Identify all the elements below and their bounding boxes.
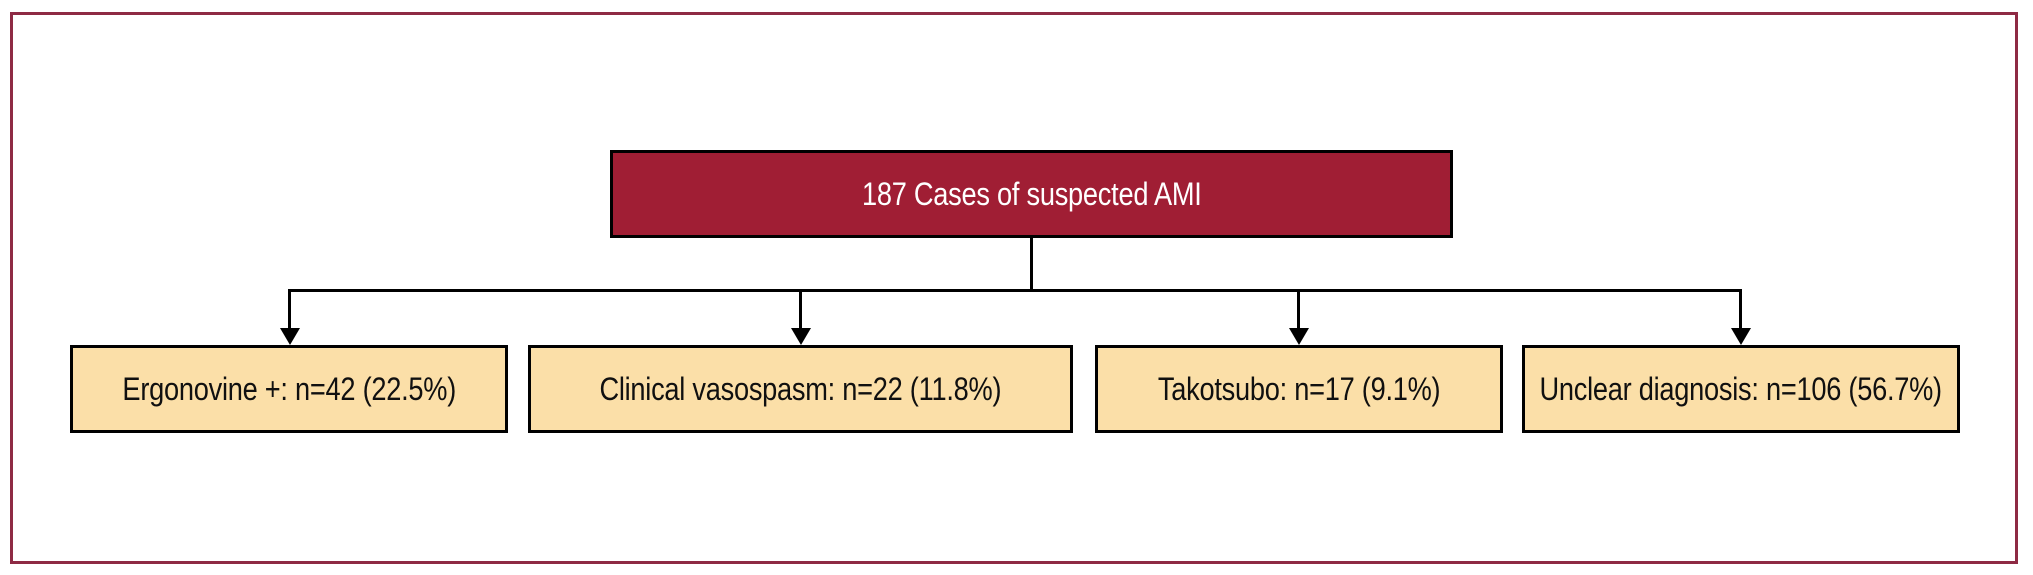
flow-node-ergonovine: Ergonovine +: n=42 (22.5%): [70, 345, 508, 433]
arrow-down-icon: [280, 328, 300, 345]
figure-frame: [10, 12, 2018, 564]
connector-drop-2: [799, 289, 802, 331]
flow-node-root-label: 187 Cases of suspected AMI: [861, 176, 1202, 212]
arrow-down-icon: [1289, 328, 1309, 345]
flow-node-clinical-vasospasm: Clinical vasospasm: n=22 (11.8%): [528, 345, 1073, 433]
connector-drop-4: [1739, 289, 1742, 331]
connector-rail: [288, 289, 1742, 292]
arrow-down-icon: [791, 328, 811, 345]
flow-node-unclear-diagnosis: Unclear diagnosis: n=106 (56.7%): [1522, 345, 1960, 433]
flow-node-clinical-vasospasm-label: Clinical vasospasm: n=22 (11.8%): [599, 371, 1002, 407]
connector-stem: [1030, 238, 1033, 291]
flow-node-ergonovine-label: Ergonovine +: n=42 (22.5%): [122, 371, 456, 407]
flow-node-root: 187 Cases of suspected AMI: [610, 150, 1453, 238]
arrow-down-icon: [1731, 328, 1751, 345]
flow-node-takotsubo-label: Takotsubo: n=17 (9.1%): [1157, 371, 1441, 407]
flow-node-unclear-diagnosis-label: Unclear diagnosis: n=106 (56.7%): [1539, 371, 1943, 407]
flow-node-takotsubo: Takotsubo: n=17 (9.1%): [1095, 345, 1503, 433]
connector-drop-1: [288, 289, 291, 331]
connector-drop-3: [1297, 289, 1300, 331]
